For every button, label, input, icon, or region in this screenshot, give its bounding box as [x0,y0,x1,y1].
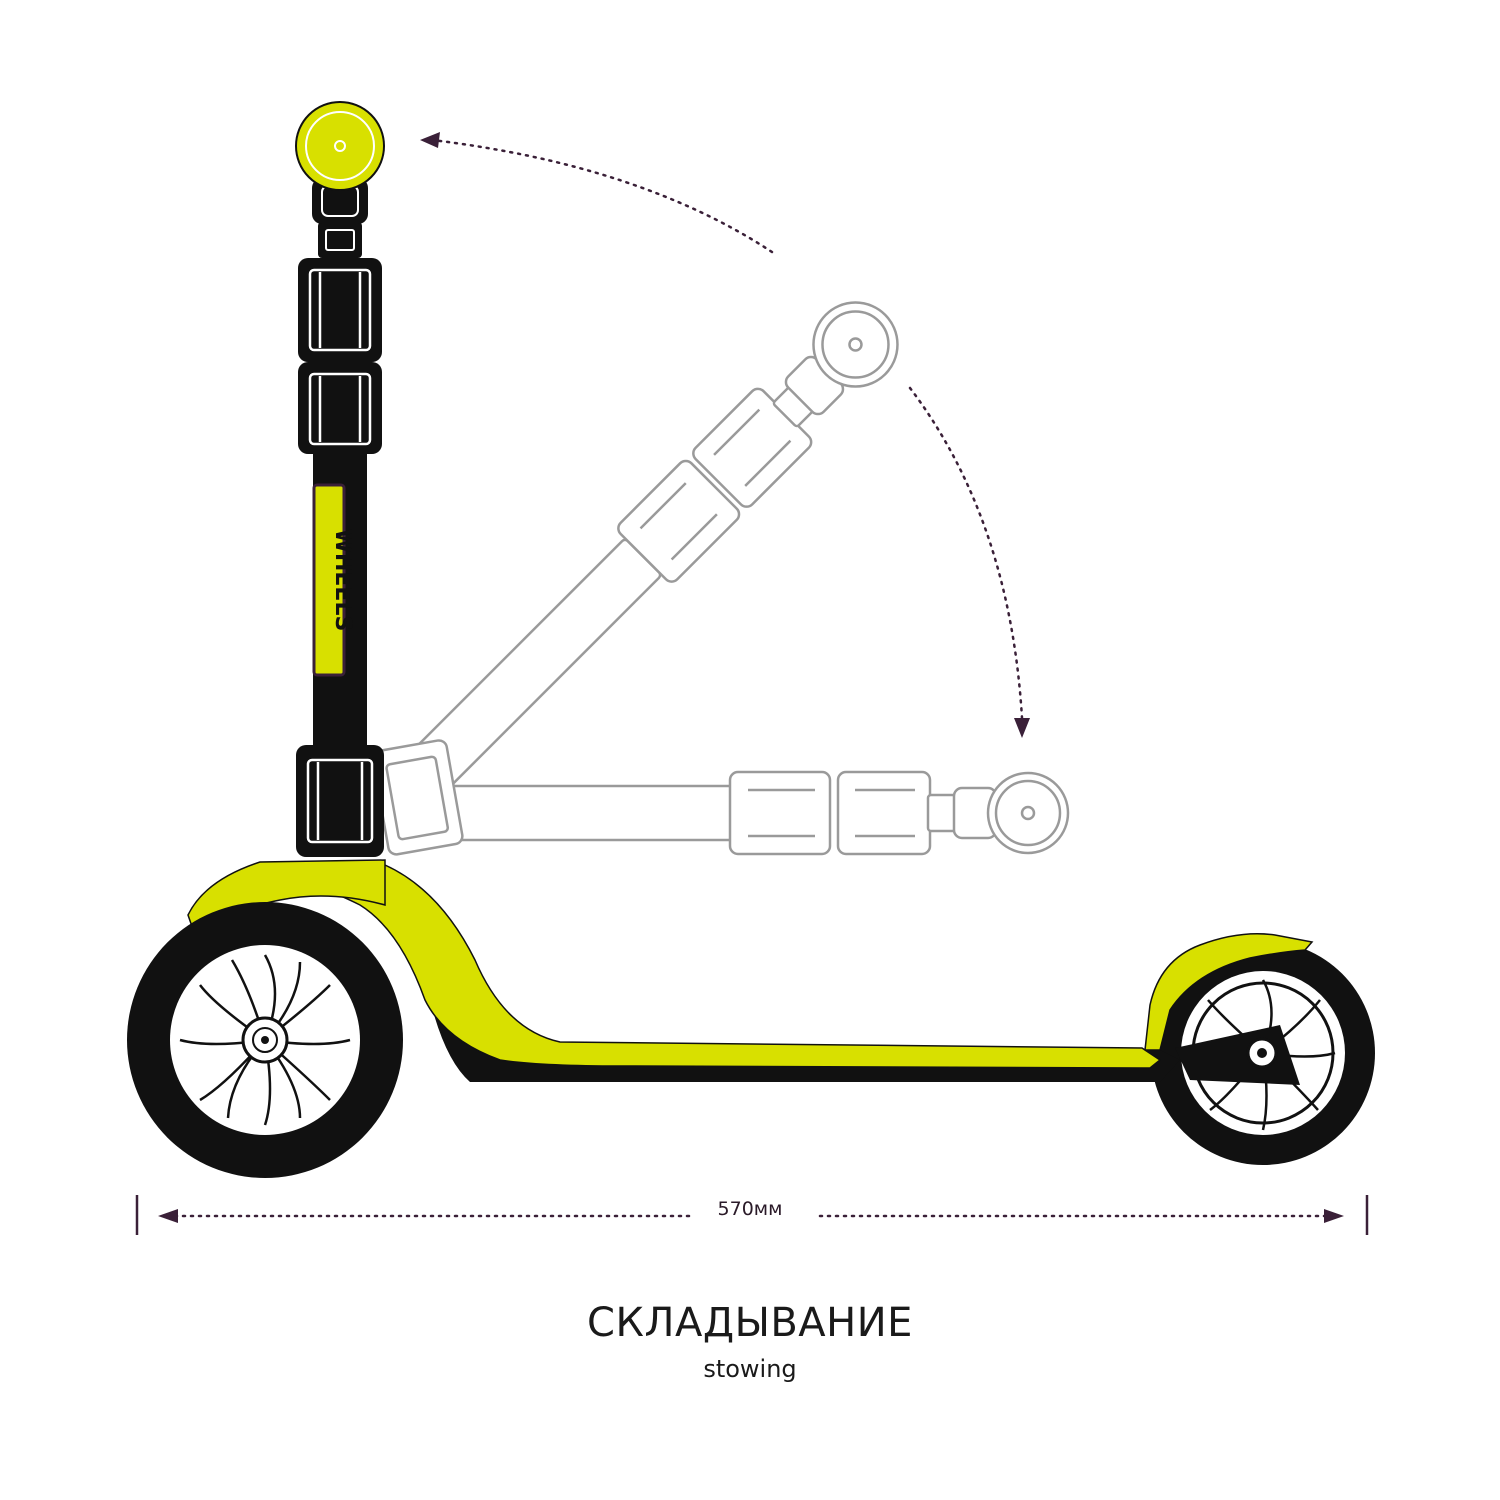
deck-top [299,864,1162,1069]
upper-arrowhead-icon [420,132,440,148]
upper-rotation-arc [430,138,774,254]
rear-wheel [1151,941,1375,1165]
lower-rotation-arc [908,386,1024,720]
upright-stem: WHEELS [296,178,384,857]
dimension-label: 570мм [717,1198,783,1220]
brand-sticker [312,483,346,677]
ghost-stem-diagonal [392,301,899,808]
dimension-right-arrowhead-icon [1324,1209,1344,1223]
ghost-stem-folded [393,770,1070,856]
rear-fender [1144,933,1314,1051]
lower-arrowhead-icon [1014,718,1030,738]
brand-text: WHEELS [330,529,355,632]
front-wheel [127,902,403,1178]
rotation-arrows [430,138,1024,720]
dimension-line [135,1195,1369,1235]
diagram-title: СКЛАДЫВАНИЕ [587,1300,913,1346]
dimension-left-arrowhead-icon [158,1209,178,1223]
diagram-subtitle: stowing [703,1355,797,1383]
handle-knob [295,101,385,191]
